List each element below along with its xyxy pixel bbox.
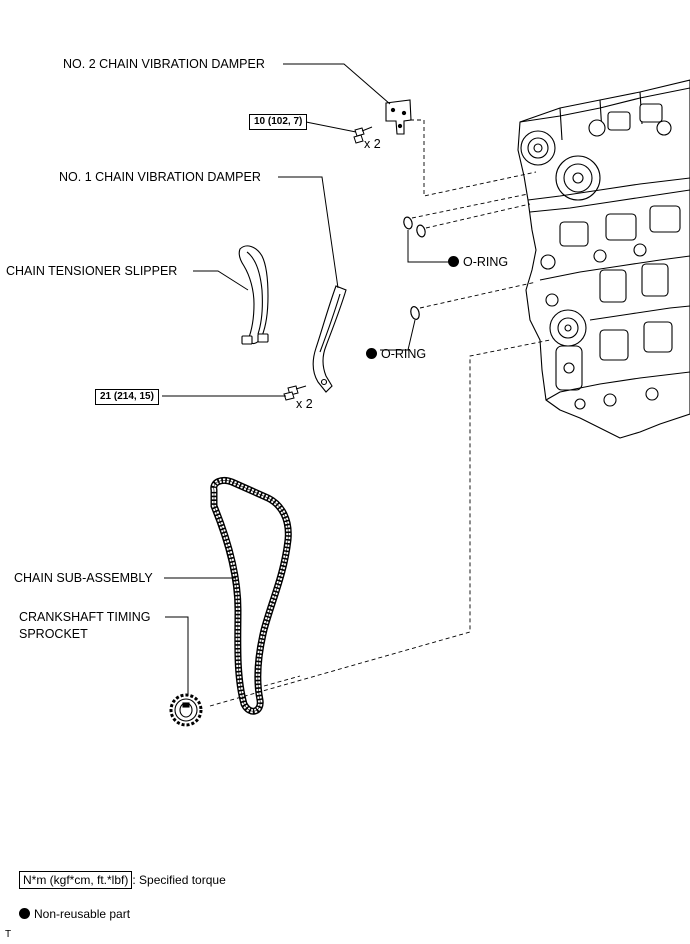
engine-block-illustration xyxy=(517,79,690,439)
no1-damper-bolts xyxy=(283,385,307,401)
o-ring-label-upper: O-RING xyxy=(448,255,508,270)
legend-non-reusable-text: Non-reusable part xyxy=(34,907,131,921)
non-reusable-dot-icon xyxy=(366,348,377,359)
crankshaft-timing-sprocket-part xyxy=(169,693,203,727)
legend-torque-units: N*m (kgf*cm, ft.*lbf) xyxy=(19,871,133,889)
quantity-no1-damper-bolt: x 2 xyxy=(296,397,313,411)
o-ring-label-lower: O-RING xyxy=(366,347,426,362)
o-ring-lower-text: O-RING xyxy=(381,347,427,361)
crankshaft-timing-sprocket-label: CRANKSHAFT TIMING SPROCKET xyxy=(19,610,151,642)
o-rings xyxy=(403,216,426,320)
chain-tensioner-slipper-label: CHAIN TENSIONER SLIPPER xyxy=(6,264,178,278)
chain-sub-assembly-label: CHAIN SUB-ASSEMBLY xyxy=(14,571,153,585)
sprocket-label-line1: CRANKSHAFT TIMING xyxy=(19,610,151,624)
no1-chain-vibration-damper-part xyxy=(312,285,347,393)
corner-mark: T xyxy=(5,929,12,940)
sprocket-label-line2: SPROCKET xyxy=(19,627,88,641)
quantity-no2-damper-bolt: x 2 xyxy=(364,137,381,151)
legend-non-reusable: Non-reusable part xyxy=(19,906,130,922)
no2-chain-vibration-damper-label: NO. 2 CHAIN VIBRATION DAMPER xyxy=(63,57,265,71)
no2-damper-bolts xyxy=(353,126,373,144)
alignment-dashed-lines xyxy=(209,119,551,707)
leader-lines xyxy=(162,63,448,696)
torque-value-no1-damper-bolt: 21 (214, 15) xyxy=(95,389,159,405)
filled-circle-icon xyxy=(19,908,30,919)
non-reusable-dot-icon xyxy=(448,256,459,267)
torque-value-no2-damper-bolt: 10 (102, 7) xyxy=(249,114,308,130)
legend-torque: N*m (kgf*cm, ft.*lbf): Specified torque xyxy=(19,871,226,889)
no1-chain-vibration-damper-label: NO. 1 CHAIN VIBRATION DAMPER xyxy=(59,170,261,184)
no2-chain-vibration-damper-part xyxy=(385,99,412,135)
chain-tensioner-slipper-part xyxy=(238,245,269,345)
timing-chain-part xyxy=(210,476,292,715)
o-ring-upper-text: O-RING xyxy=(463,255,509,269)
legend-torque-desc: : Specified torque xyxy=(132,873,226,887)
